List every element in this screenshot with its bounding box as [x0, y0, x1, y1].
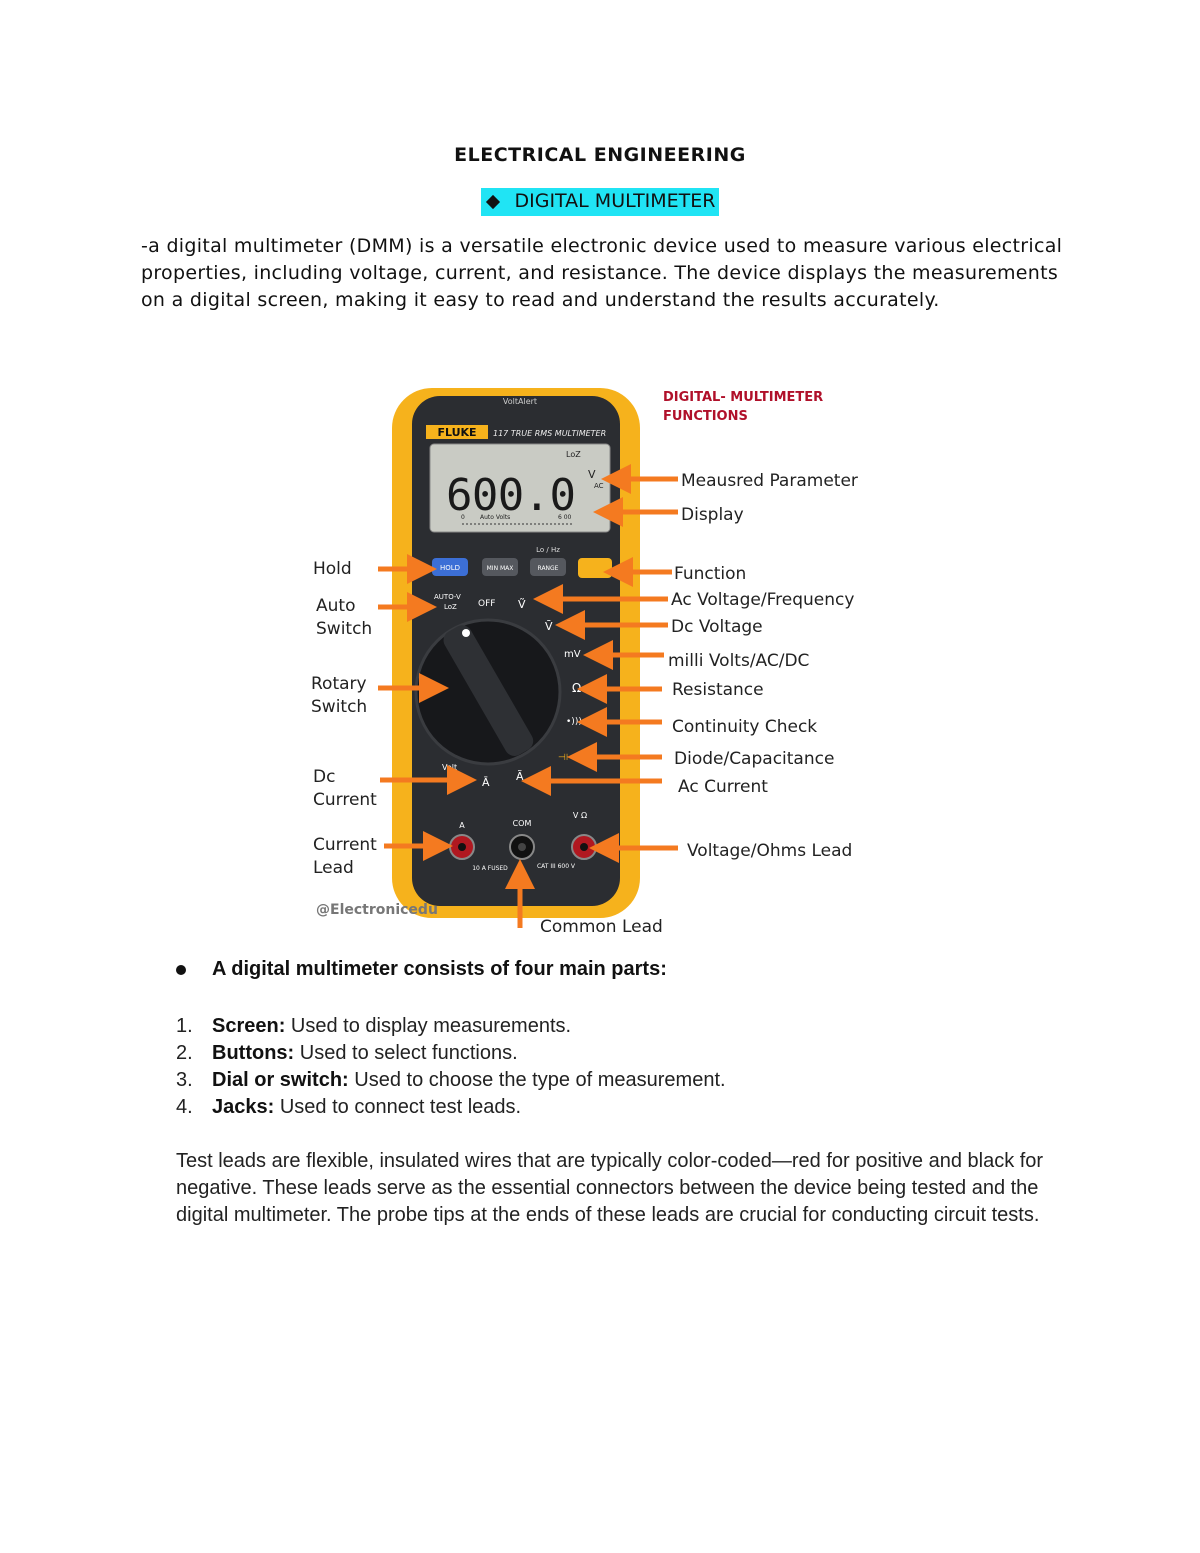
dial-autov: AUTO-V: [434, 593, 461, 601]
list-item: 2.Buttons: Used to select functions.: [176, 1042, 518, 1064]
label-auto-switch-2: Switch: [316, 619, 372, 639]
label-display: Display: [681, 505, 744, 525]
fluke-logo-bg: [426, 425, 488, 439]
subtitle-highlight: DIGITAL MULTIMETER: [481, 188, 719, 216]
current-jack-hole: [458, 843, 466, 851]
lcd-scale-mid: Auto Volts: [480, 514, 510, 521]
figure-credit: @Electronicedu: [316, 902, 438, 918]
brand-top: VoltAlert: [503, 397, 537, 406]
document-title: ELECTRICAL ENGINEERING: [454, 144, 746, 166]
hold-button-label: HOLD: [440, 564, 460, 572]
subtitle-row: DIGITAL MULTIMETER: [0, 188, 1200, 216]
dial-volt: Volt: [442, 763, 457, 772]
fluke-logo: FLUKE: [437, 426, 476, 439]
dial-ac-v: Ṽ: [518, 598, 526, 611]
range-button-label: RANGE: [538, 565, 559, 572]
label-auto-switch-1: Auto: [316, 596, 355, 616]
jack-cat-label: CAT III 600 V: [537, 863, 576, 870]
dial-off: OFF: [478, 599, 495, 609]
list-item: 3.Dial or switch: Used to choose the typ…: [176, 1069, 726, 1091]
function-button: [578, 558, 612, 578]
dial-mv: mV: [564, 649, 581, 660]
jack-v-label: V Ω: [573, 811, 587, 820]
multimeter-figure: VoltAlert FLUKE 117 TRUE RMS MULTIMETER …: [311, 388, 858, 937]
bullet-dot-icon: [176, 965, 186, 975]
lcd-scale-start: 0: [461, 514, 465, 521]
figure-heading-line2: FUNCTIONS: [663, 409, 748, 424]
dial-knob-bar: [443, 625, 534, 756]
label-dc-current-1: Dc: [313, 767, 335, 787]
hold-button: [432, 558, 468, 576]
lcd-reading: 600.0: [446, 470, 576, 521]
label-common-lead: Common Lead: [540, 917, 663, 937]
dial-ohm: Ω: [572, 681, 581, 695]
button-header: Lo / Hz: [536, 546, 560, 554]
jack-com-label: COM: [513, 819, 532, 828]
voltage-jack-hole: [580, 843, 588, 851]
label-hold: Hold: [313, 559, 352, 579]
closing-paragraph: Test leads are flexible, insulated wires…: [176, 1150, 1044, 1226]
label-milli-volts: milli Volts/AC/DC: [668, 651, 809, 671]
lcd-unit-ac: AC: [594, 482, 604, 490]
model-label: 117 TRUE RMS MULTIMETER: [493, 429, 606, 438]
label-dc-current-2: Current: [313, 790, 377, 810]
minmax-button: [482, 558, 518, 576]
label-ac-current: Ac Current: [678, 777, 768, 797]
subtitle-text: DIGITAL MULTIMETER: [514, 190, 716, 212]
list-item: 4.Jacks: Used to connect test leads.: [176, 1096, 522, 1118]
dial-dc-v: V̄: [545, 620, 553, 633]
minmax-button-label: MIN MAX: [487, 565, 514, 572]
dial-dc-a: Ā: [482, 776, 490, 789]
label-resistance: Resistance: [672, 680, 764, 700]
dial-ac-a: Ã: [516, 770, 524, 783]
label-measured-parameter: Meausred Parameter: [681, 471, 858, 491]
label-ac-voltage: Ac Voltage/Frequency: [671, 590, 854, 610]
label-dc-voltage: Dc Voltage: [671, 617, 763, 637]
label-rotary-2: Switch: [311, 697, 367, 717]
figure-heading-line1: DIGITAL- MULTIMETER: [663, 390, 823, 405]
label-current-lead-1: Current: [313, 835, 377, 855]
dial-continuity: •))): [566, 717, 582, 727]
dial-loz: LoZ: [444, 603, 457, 611]
lcd-scale-end: 6 00: [558, 514, 572, 521]
lcd-unit-v: V: [588, 468, 596, 481]
lcd-loz: LoZ: [566, 450, 581, 459]
jack-a-label: A: [459, 821, 465, 830]
label-rotary-1: Rotary: [311, 674, 367, 694]
parts-heading: A digital multimeter consists of four ma…: [212, 958, 667, 980]
label-current-lead-2: Lead: [313, 858, 354, 878]
dial-indicator-dot: [462, 629, 470, 637]
dial-diode: ⊣⊢: [558, 753, 574, 763]
label-continuity: Continuity Check: [672, 717, 817, 737]
jack-fused-label: 10 A FUSED: [472, 865, 508, 872]
parts-list: 1.Screen: Used to display measurements. …: [174, 1013, 726, 1121]
label-diode: Diode/Capacitance: [674, 749, 834, 769]
list-item: 1.Screen: Used to display measurements.: [176, 1015, 572, 1037]
intro-paragraph: -a digital multimeter (DMM) is a versati…: [141, 235, 1063, 311]
label-voltage-ohms-lead: Voltage/Ohms Lead: [687, 841, 852, 861]
label-function: Function: [674, 564, 746, 584]
common-jack-hole: [518, 843, 526, 851]
range-button: [530, 558, 566, 576]
diamond-bullet-icon: [486, 194, 501, 209]
